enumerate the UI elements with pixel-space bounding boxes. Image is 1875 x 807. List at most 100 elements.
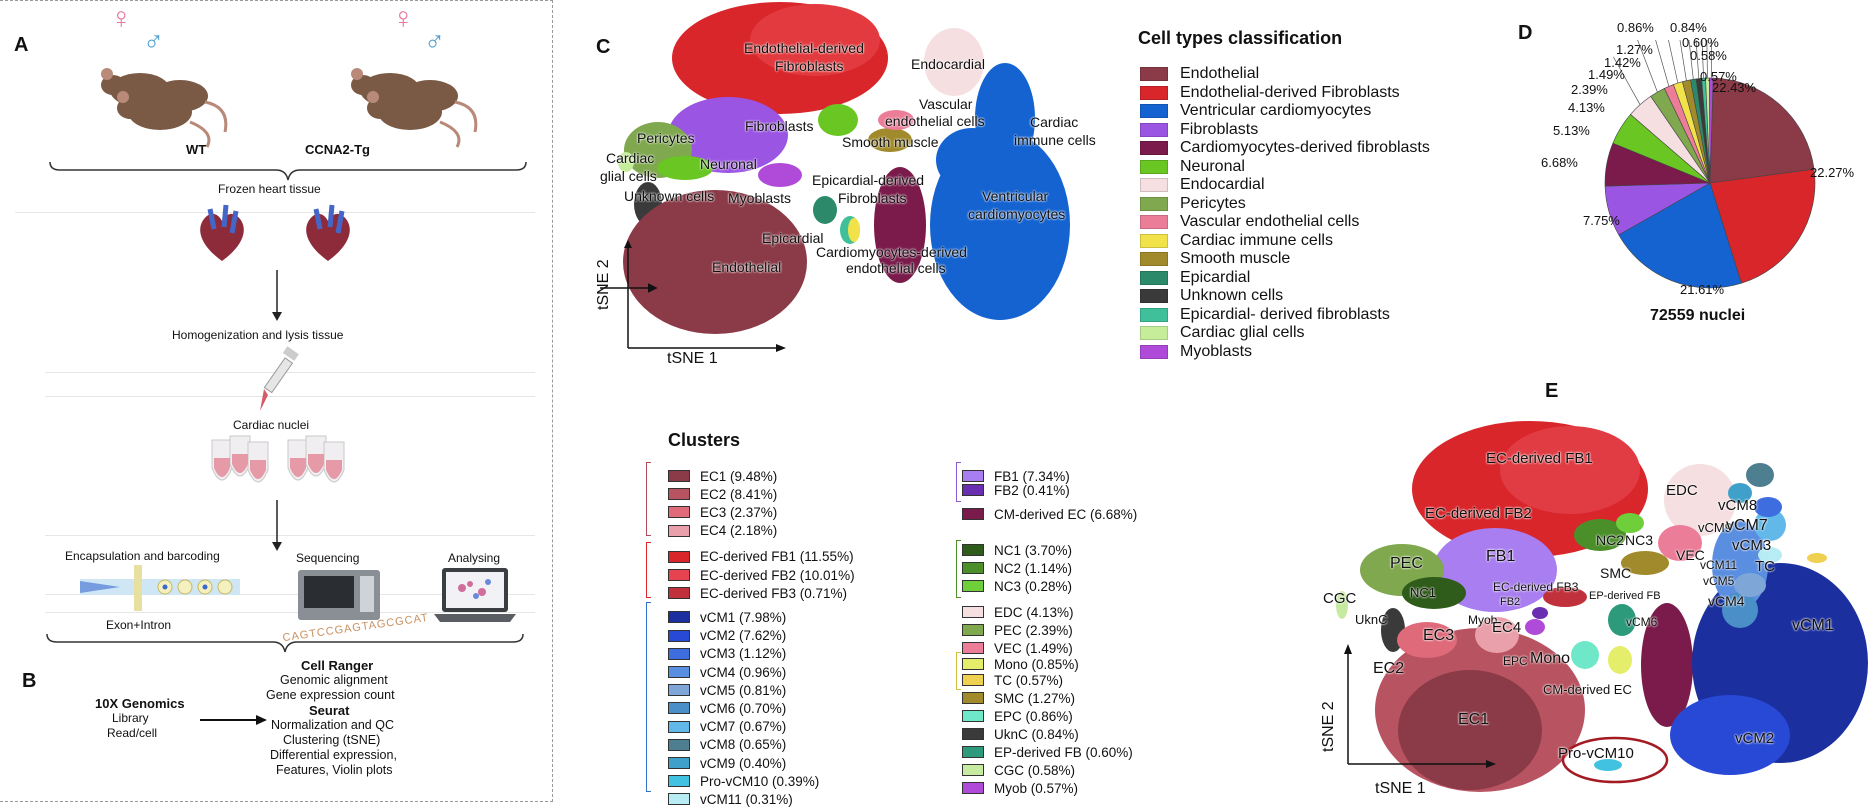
legend-label: EPC (0.86%): [994, 709, 1073, 724]
legend-label: Cardiac glial cells: [1180, 324, 1305, 342]
legend-swatch: [962, 470, 984, 482]
celltype-legend-item: Endothelial: [1140, 65, 1259, 83]
legend-label: FB2 (0.41%): [994, 483, 1070, 498]
cluster-legend-item: vCM5 (0.81%): [668, 682, 786, 698]
cluster-legend-item: EC-derived FB1 (11.55%): [668, 549, 854, 565]
cluster-legend-item: vCM4 (0.96%): [668, 664, 786, 680]
legend-swatch: [962, 544, 984, 556]
tsne-e-label: vCM3: [1732, 537, 1771, 554]
legend-swatch: [1140, 123, 1168, 137]
tsne-e-label: Pro-vCM10: [1558, 745, 1634, 762]
feat-label: Features, Violin plots: [276, 763, 393, 777]
tsne-c-label: Cardiac: [606, 150, 654, 166]
tsne-c-label: Cardiomyocytes-derived: [816, 244, 967, 260]
tsne-e-label: EC2: [1373, 660, 1404, 678]
legend-swatch: [962, 658, 984, 670]
celltype-legend-item: Unknown cells: [1140, 287, 1283, 305]
legend-swatch: [962, 710, 984, 722]
cluster-legend-item: TC (0.57%): [962, 672, 1063, 688]
legend-label: vCM8 (0.65%): [700, 737, 786, 752]
pie-label: 22.27%: [1810, 165, 1854, 180]
legend-swatch: [1140, 141, 1168, 155]
legend-label: Pro-vCM10 (0.39%): [700, 774, 819, 789]
legend-label: Epicardial: [1180, 269, 1250, 287]
legend-swatch: [962, 562, 984, 574]
legend-swatch: [1140, 326, 1168, 340]
tsne-e-label: NC1: [1410, 585, 1436, 600]
legend-label: PEC (2.39%): [994, 623, 1073, 638]
tsne-e-xlabel: tSNE 1: [1375, 780, 1426, 798]
clust-label: Clustering (tSNE): [283, 733, 380, 747]
legend-label: Pericytes: [1180, 195, 1246, 213]
legend-swatch: [1140, 345, 1168, 359]
legend-label: Myob (0.57%): [994, 781, 1078, 796]
legend-swatch: [668, 721, 690, 733]
legend-swatch: [962, 642, 984, 654]
brace-top: [48, 160, 528, 182]
pie-title: 72559 nuclei: [1650, 307, 1745, 325]
legend-swatch: [668, 739, 690, 751]
legend-swatch: [668, 757, 690, 769]
celltype-legend-item: Ventricular cardiomyocytes: [1140, 102, 1371, 120]
read-label: Read/cell: [107, 726, 157, 740]
pie-label: 5.13%: [1553, 123, 1590, 138]
legend-swatch: [1140, 86, 1168, 100]
analysing-label: Analysing: [448, 551, 500, 565]
bracket-mono: [956, 652, 961, 690]
cluster-legend-item: FB2 (0.41%): [962, 482, 1070, 498]
sequencer-icon: [296, 566, 382, 622]
tsne-c-label: Unknown cells: [624, 188, 714, 204]
cluster-legend-item: EDC (4.13%): [962, 604, 1074, 620]
cluster-legend-item: UknC (0.84%): [962, 726, 1079, 742]
tsne-e-label: EC4: [1492, 619, 1521, 636]
tsne-e-label: FB1: [1486, 548, 1515, 566]
pie-label: 4.13%: [1568, 100, 1605, 115]
celltype-legend-item: Neuronal: [1140, 158, 1245, 176]
cluster-legend-item: EC-derived FB2 (10.01%): [668, 567, 855, 583]
legend-swatch: [1140, 160, 1168, 174]
legend-swatch: [1140, 252, 1168, 266]
arrow-down-icon: [270, 500, 284, 552]
bracket-ec: [646, 462, 651, 536]
pie-label: 0.58%: [1690, 48, 1727, 63]
cluster-legend-item: NC3 (0.28%): [962, 578, 1072, 594]
cluster-legend-item: EPC (0.86%): [962, 708, 1073, 724]
legend-label: TC (0.57%): [994, 673, 1063, 688]
legend-label: EC-derived FB1 (11.55%): [700, 549, 854, 564]
tsne-c-xlabel: tSNE 1: [667, 350, 718, 368]
legend-swatch: [1140, 67, 1168, 81]
tsne-e-axes: [1340, 640, 1500, 770]
tsne-c-label: Endocardial: [911, 56, 985, 72]
tsne-e-label: vCM6: [1626, 615, 1657, 629]
tsne-e-label: EC1: [1458, 711, 1489, 729]
homog-label: Homogenization and lysis tissue: [172, 328, 343, 342]
guide-line: [45, 535, 535, 536]
cluster-legend-item: EC2 (8.41%): [668, 486, 777, 502]
tsne-c-label: Pericytes: [637, 130, 695, 146]
legend-swatch: [668, 630, 690, 642]
legend-label: Vascular endothelial cells: [1180, 213, 1359, 231]
legend-label: Fibroblasts: [1180, 121, 1258, 139]
legend-label: EC1 (9.48%): [700, 469, 777, 484]
legend-label: UknC (0.84%): [994, 727, 1079, 742]
tsne-e-label: NC2: [1596, 532, 1624, 548]
celltype-legend-item: Smooth muscle: [1140, 250, 1290, 268]
genomics-label: 10X Genomics: [95, 696, 185, 711]
legend-swatch: [962, 674, 984, 686]
tsne-e-label: EPC: [1503, 654, 1528, 668]
legend-swatch: [1140, 271, 1168, 285]
seurat-label: Seurat: [309, 703, 349, 718]
cluster-legend-item: vCM7 (0.67%): [668, 719, 786, 735]
celltype-legend-item: Cardiac immune cells: [1140, 232, 1333, 250]
bracket-fb: [956, 462, 961, 502]
tsne-c-label: Smooth muscle: [842, 134, 938, 150]
legend-swatch: [962, 728, 984, 740]
legend-label: Epicardial- derived fibroblasts: [1180, 306, 1390, 324]
tsne-c-label: Fibroblasts: [745, 118, 813, 134]
pie-leader-line: [1653, 40, 1669, 86]
legend-label: Neuronal: [1180, 158, 1245, 176]
legend-label: Cardiomyocytes-derived fibroblasts: [1180, 139, 1430, 157]
laptop-icon: [432, 566, 518, 626]
legend-swatch: [668, 525, 690, 537]
tsne-c-label: Ventricular: [982, 188, 1048, 204]
